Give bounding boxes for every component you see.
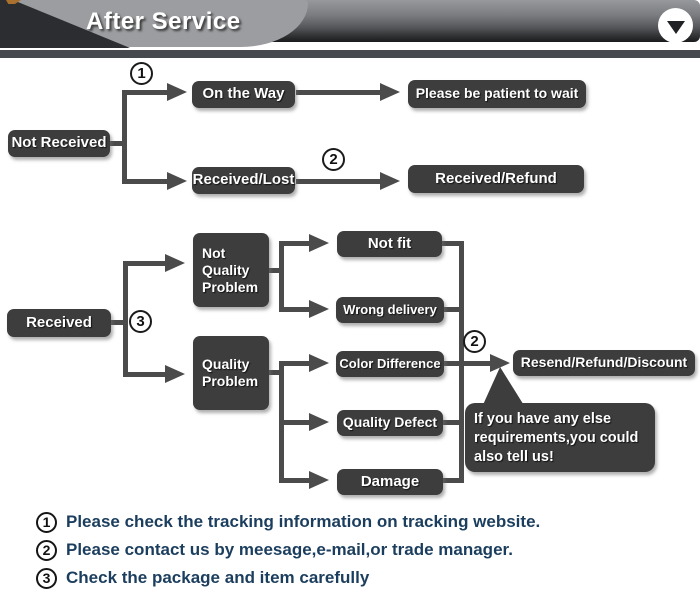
connector — [279, 241, 284, 312]
connector — [296, 90, 380, 95]
connector — [444, 361, 490, 366]
node-received: Received — [7, 309, 111, 337]
node-damage: Damage — [337, 469, 443, 495]
connector — [279, 361, 309, 366]
chevron-down-icon — [666, 20, 685, 34]
step-badge-2-right: 2 — [463, 330, 486, 353]
node-resend-refund-discount: Resend/Refund/Discount — [513, 350, 695, 376]
note-badge-1: 1 — [36, 511, 57, 533]
arrowhead-icon — [309, 413, 329, 431]
arrowhead-icon — [167, 83, 187, 101]
note-item: 3 Check the package and item carefully — [36, 565, 369, 591]
connector — [123, 372, 165, 377]
header-orange-accent — [6, 0, 21, 4]
node-on-the-way: On the Way — [192, 81, 295, 108]
note-item: 2 Please contact us by meesage,e-mail,or… — [36, 537, 513, 563]
connector — [279, 478, 309, 483]
connector — [279, 307, 309, 312]
node-received-lost: Received/Lost — [192, 167, 295, 194]
connector — [442, 420, 464, 425]
node-not-quality-problem: Not Quality Problem — [193, 233, 269, 307]
arrowhead-icon — [309, 471, 329, 489]
node-color-difference: Color Difference — [336, 351, 444, 377]
note-item: 1 Please check the tracking information … — [36, 509, 540, 535]
note-badge-2: 2 — [36, 539, 57, 561]
connector — [443, 478, 464, 483]
node-quality-problem: Quality Problem — [193, 336, 269, 410]
node-quality-defect: Quality Defect — [337, 410, 443, 436]
connector — [442, 241, 464, 246]
note-text: Please contact us by meesage,e-mail,or t… — [66, 540, 513, 559]
note-badge-3: 3 — [36, 567, 57, 589]
node-not-received: Not Received — [8, 130, 110, 157]
connector — [123, 261, 128, 377]
page-title: After Service — [86, 8, 241, 35]
connector — [279, 241, 309, 246]
connector — [279, 420, 309, 425]
connector — [110, 320, 126, 325]
note-text: Check the package and item carefully — [66, 568, 370, 587]
connector — [443, 307, 464, 312]
arrowhead-icon — [309, 354, 329, 372]
connector — [123, 261, 165, 266]
node-be-patient: Please be patient to wait — [408, 80, 586, 108]
node-wrong-delivery: Wrong delivery — [336, 297, 444, 323]
speech-bubble: If you have any else requirements,you co… — [465, 403, 655, 472]
arrowhead-icon — [380, 172, 400, 190]
connector — [122, 90, 167, 95]
connector — [108, 141, 126, 146]
arrowhead-icon — [167, 172, 187, 190]
connector — [122, 90, 127, 184]
step-badge-3: 3 — [129, 310, 152, 333]
connector — [122, 179, 167, 184]
connector — [268, 370, 284, 375]
arrowhead-icon — [309, 300, 329, 318]
node-not-fit: Not fit — [337, 231, 442, 257]
connector — [268, 268, 284, 273]
arrowhead-icon — [490, 354, 510, 372]
arrowhead-icon — [165, 254, 185, 272]
arrowhead-icon — [165, 365, 185, 383]
step-badge-1: 1 — [130, 62, 153, 85]
note-text: Please check the tracking information on… — [66, 512, 541, 531]
node-received-refund: Received/Refund — [408, 165, 584, 193]
step-badge-2: 2 — [322, 148, 345, 171]
header-divider-strip — [0, 50, 700, 58]
arrowhead-icon — [309, 234, 329, 252]
collapse-button[interactable] — [658, 8, 693, 43]
connector — [296, 179, 380, 184]
arrowhead-icon — [380, 83, 400, 101]
